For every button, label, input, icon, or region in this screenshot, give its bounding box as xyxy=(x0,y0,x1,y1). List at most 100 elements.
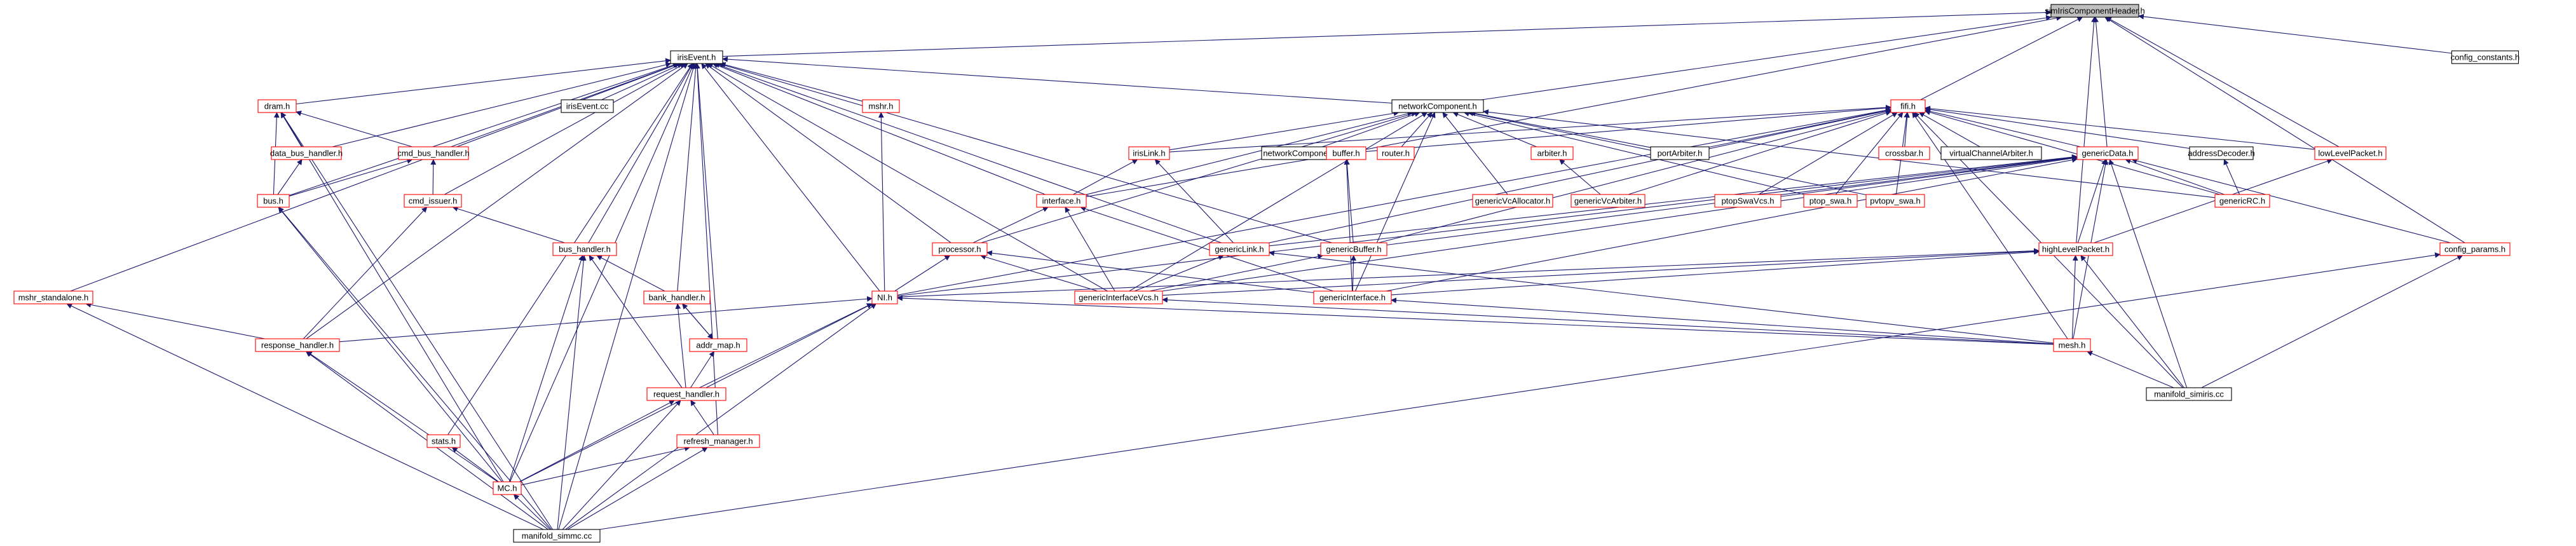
node-mshr[interactable]: mshr.h xyxy=(862,99,900,113)
node-genericData[interactable]: genericData.h xyxy=(2076,146,2139,160)
edge-refresh_manager-to-MC xyxy=(521,446,690,486)
node-genericBuffer[interactable]: genericBuffer.h xyxy=(1320,242,1387,256)
node-cmd_issuer[interactable]: cmd_issuer.h xyxy=(404,194,462,208)
node-label: manifold_simiris.cc xyxy=(2154,389,2224,399)
edge-simIrisComponentHeader-to-fifi xyxy=(1920,17,2083,100)
node-genericVcArbiter[interactable]: genericVcArbiter.h xyxy=(1571,194,1646,208)
node-box xyxy=(404,194,462,208)
edge xyxy=(1912,112,2068,339)
node-fifi[interactable]: fifi.h xyxy=(1890,99,1926,113)
edge xyxy=(897,295,2054,345)
edge xyxy=(707,63,1108,292)
node-NI[interactable]: NI.h xyxy=(871,290,898,304)
node-label: genericVcAllocator.h xyxy=(1475,196,1551,205)
node-lowLevelPacket[interactable]: lowLevelPacket.h xyxy=(2314,146,2387,160)
node-portArbiter[interactable]: portArbiter.h xyxy=(1650,146,1710,160)
node-box xyxy=(493,481,522,495)
node-mesh[interactable]: mesh.h xyxy=(2053,338,2091,352)
node-manifold_simiris[interactable]: manifold_simiris.cc xyxy=(2146,387,2232,401)
node-bank_handler[interactable]: bank_handler.h xyxy=(643,290,711,304)
edge xyxy=(897,154,2078,297)
edge-cmd_bus_handler-to-bus xyxy=(289,158,413,197)
node-genericLink[interactable]: genericLink.h xyxy=(1209,242,1270,256)
node-label: ptopSwaVcs.h xyxy=(1721,196,1774,205)
node-response_handler[interactable]: response_handler.h xyxy=(255,338,340,352)
node-manifold_simmc[interactable]: manifold_simmc.cc xyxy=(513,529,601,543)
edge xyxy=(1344,159,1353,292)
node-config_params[interactable]: config_params.h xyxy=(2439,242,2511,256)
edge xyxy=(1162,297,2054,345)
edge-config_params-to-manifold_simmc xyxy=(599,252,2441,530)
node-buffer[interactable]: buffer.h xyxy=(1326,146,1366,160)
node-config_constants[interactable]: config_constants.h xyxy=(2451,50,2519,64)
edge xyxy=(1925,109,2220,195)
node-interface[interactable]: interface.h xyxy=(1036,194,1087,208)
edge-genericInterfaceVcs-to-mesh xyxy=(1162,297,2054,345)
node-bus_handler[interactable]: bus_handler.h xyxy=(552,242,617,256)
edge xyxy=(1073,159,1138,195)
node-ptop_swa[interactable]: ptop_swa.h xyxy=(1803,194,1858,208)
edge xyxy=(509,63,695,482)
node-mshr_standalone[interactable]: mshr_standalone.h xyxy=(13,290,93,304)
node-highLevelPacket[interactable]: highLevelPacket.h xyxy=(2038,242,2113,256)
node-label: NI.h xyxy=(877,292,892,302)
edge-fifi-to-irisLink xyxy=(1169,104,1891,153)
node-request_handler[interactable]: request_handler.h xyxy=(646,387,726,401)
node-cmd_bus_handler[interactable]: cmd_bus_handler.h xyxy=(397,146,470,160)
edge xyxy=(278,207,503,482)
node-irisEvent_cc[interactable]: irisEvent.cc xyxy=(561,99,614,113)
edge xyxy=(306,351,498,482)
edge-NI-to-mesh xyxy=(897,295,2054,345)
edge-simIrisComponentHeader-to-highLevelPacket xyxy=(2076,17,2097,243)
node-processor[interactable]: processor.h xyxy=(932,242,988,256)
edge-config_params-to-manifold_simiris xyxy=(2201,255,2464,388)
edge xyxy=(1391,297,2054,345)
node-box xyxy=(2146,387,2232,401)
node-box xyxy=(561,99,614,113)
edge-irisEvent-to-response_handler xyxy=(306,63,688,339)
node-irisEvent[interactable]: irisEvent.h xyxy=(670,50,723,64)
node-crossbar[interactable]: crossbar.h xyxy=(1878,146,1930,160)
node-ptopSwaVcs[interactable]: ptopSwaVcs.h xyxy=(1714,194,1782,208)
edge xyxy=(719,62,863,102)
node-box xyxy=(1714,194,1782,208)
node-genericRC[interactable]: genericRC.h xyxy=(2214,194,2270,208)
node-MC[interactable]: MC.h xyxy=(493,481,522,495)
node-genericInterface[interactable]: genericInterface.h xyxy=(1313,290,1392,304)
edge xyxy=(1559,159,1601,195)
edge-irisEvent-to-bus_handler xyxy=(588,63,693,243)
node-networkComponent_cc[interactable]: networkComponent.cc xyxy=(1261,146,1347,160)
node-data_bus_handler[interactable]: data_bus_handler.h xyxy=(270,146,343,160)
node-networkComponent[interactable]: networkComponent.h xyxy=(1391,99,1484,113)
edge-bus-to-manifold_simmc xyxy=(278,207,552,530)
node-addressDecoder[interactable]: addressDecoder.h xyxy=(2188,146,2255,160)
node-genericInterfaceVcs[interactable]: genericInterfaceVcs.h xyxy=(1074,290,1163,304)
node-irisLink[interactable]: irisLink.h xyxy=(1128,146,1170,160)
edge xyxy=(878,112,885,292)
node-virtualChannelArbiter[interactable]: virtualChannelArbiter.h xyxy=(1940,146,2042,160)
node-bus[interactable]: bus.h xyxy=(257,194,290,208)
edge-fifi-to-ptopSwaVcs xyxy=(1758,112,1898,195)
node-label: data_bus_handler.h xyxy=(270,148,343,158)
edge xyxy=(1344,159,1354,243)
node-label: genericBuffer.h xyxy=(1326,244,1381,254)
node-pvtopv_swa[interactable]: pvtopv_swa.h xyxy=(1865,194,1925,208)
node-box xyxy=(1320,242,1387,256)
node-dram[interactable]: dram.h xyxy=(257,99,297,113)
edge-irisEvent-to-bus xyxy=(289,62,679,196)
node-router[interactable]: router.h xyxy=(1377,146,1415,160)
edge xyxy=(2080,255,2184,388)
node-refresh_manager[interactable]: refresh_manager.h xyxy=(676,434,760,448)
edge-lowLevelPacket-to-highLevelPacket xyxy=(2094,158,2333,243)
node-genericVcAllocator[interactable]: genericVcAllocator.h xyxy=(1472,194,1553,208)
edge xyxy=(701,63,880,292)
edge xyxy=(1386,157,2078,292)
node-arbiter[interactable]: arbiter.h xyxy=(1530,146,1574,160)
edge-simIrisComponentHeader-to-buffer xyxy=(1365,15,2062,150)
node-stats[interactable]: stats.h xyxy=(426,434,461,448)
edge-layer xyxy=(66,10,2465,530)
edge xyxy=(694,63,718,339)
node-addr_map[interactable]: addr_map.h xyxy=(689,338,747,352)
edge-simIrisComponentHeader-to-networkComponent xyxy=(1481,15,2052,100)
edge-irisEvent-to-NI xyxy=(701,63,880,292)
